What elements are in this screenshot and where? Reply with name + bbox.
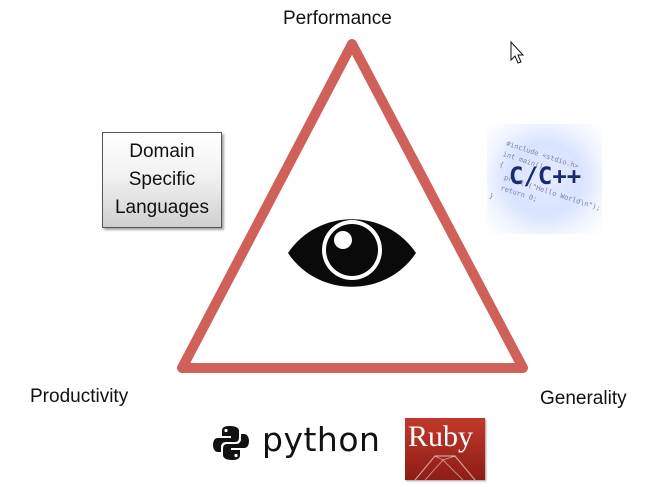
c-cpp-logo: #include <stdio.h> int main() { printf("… — [487, 124, 602, 234]
c-cpp-title: C/C++ — [509, 162, 582, 190]
python-snake-icon — [213, 426, 249, 460]
label-performance: Performance — [283, 8, 392, 29]
eye-icon — [288, 219, 416, 287]
label-productivity: Productivity — [30, 386, 129, 407]
ruby-gem-icon — [414, 455, 476, 480]
code-line: } — [488, 191, 495, 201]
dsl-line-3: Languages — [114, 197, 210, 218]
ruby-wordmark: Ruby — [408, 420, 474, 453]
label-generality: Generality — [540, 388, 627, 409]
code-line: { — [498, 160, 505, 170]
mouse-cursor-icon — [510, 40, 525, 64]
triangle-outline — [177, 39, 528, 373]
python-wordmark: python — [262, 420, 381, 459]
dsl-line-1: Domain — [129, 141, 195, 162]
dsl-box: Domain Specific Languages — [102, 132, 222, 228]
dsl-line-2: Specific — [128, 169, 196, 190]
ruby-logo: Ruby — [405, 418, 485, 480]
